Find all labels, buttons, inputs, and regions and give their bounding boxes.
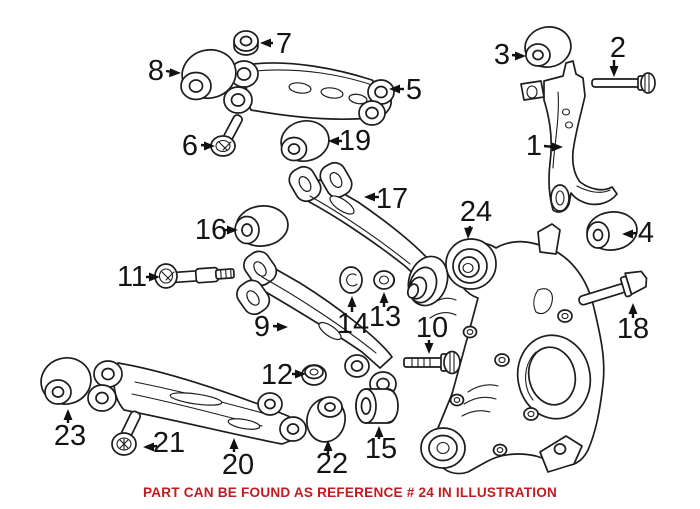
part-nut-13 [373,270,396,290]
svg-text:3: 3 [494,39,510,71]
svg-text:10: 10 [416,312,448,344]
callout-1: 1 [526,130,563,162]
part-bolt-10 [403,350,461,375]
callout-16: 16 [195,214,238,246]
callout-2: 2 [609,32,626,77]
callout-21: 21 [143,427,185,459]
part-nut-12 [301,364,327,386]
callout-23: 23 [54,409,86,452]
part-bushing-19 [280,120,330,162]
part-control-arm-17 [288,161,449,307]
part-control-arm-20 [87,360,307,445]
part-bolt-2 [591,72,656,94]
svg-text:23: 23 [54,420,86,452]
callout-12: 12 [261,359,306,391]
callout-3: 3 [494,39,526,71]
part-bolt-21 [111,410,142,456]
svg-text:7: 7 [276,28,292,60]
part-bushing-23 [40,357,92,405]
svg-text:4: 4 [638,217,654,249]
callout-19: 19 [328,125,371,157]
callout-6: 6 [182,130,215,162]
svg-text:16: 16 [195,214,227,246]
svg-text:2: 2 [610,32,626,64]
svg-text:8: 8 [148,55,164,87]
svg-text:15: 15 [365,433,397,465]
callout-11: 11 [117,261,160,293]
callout-7: 7 [260,28,292,60]
svg-text:9: 9 [254,311,270,343]
part-washer-14 [339,266,363,294]
callout-17: 17 [364,183,408,215]
callout-24: 24 [460,196,492,239]
svg-text:6: 6 [182,130,198,162]
callout-20: 20 [222,438,254,481]
callout-18: 18 [617,303,649,345]
part-bolt-18 [578,270,648,306]
svg-text:21: 21 [153,427,185,459]
part-bushing-4 [586,211,638,251]
callout-4: 4 [622,217,654,249]
callout-10: 10 [416,312,448,354]
svg-text:22: 22 [316,448,348,480]
callout-13: 13 [369,292,401,333]
caption: PART CAN BE FOUND AS REFERENCE # 24 IN I… [142,485,557,500]
svg-text:5: 5 [406,74,422,106]
svg-text:12: 12 [261,359,293,391]
part-knuckle-24 [420,223,605,475]
callout-14: 14 [337,296,369,340]
part-bolt-11 [154,263,235,289]
callout-15: 15 [365,426,397,465]
svg-text:19: 19 [339,125,371,157]
part-control-arm-1 [520,60,618,213]
part-bushing-15 [355,388,399,424]
part-bolt-6 [210,114,243,157]
svg-text:20: 20 [222,449,254,481]
svg-text:11: 11 [117,261,147,293]
svg-text:17: 17 [376,183,408,215]
callout-22: 22 [316,440,348,480]
part-bushing-8 [180,48,237,101]
part-nut-7 [233,30,259,56]
callout-8: 8 [148,55,181,87]
part-bushing-16 [234,205,289,247]
part-bushing-22 [306,396,346,443]
part-bushing-3 [524,26,572,68]
part-control-arm-5 [223,60,395,126]
callout-5: 5 [389,74,422,106]
svg-text:14: 14 [337,308,369,340]
svg-text:1: 1 [526,130,542,162]
svg-text:18: 18 [617,313,649,345]
svg-text:24: 24 [460,196,492,228]
callout-9: 9 [254,311,288,343]
